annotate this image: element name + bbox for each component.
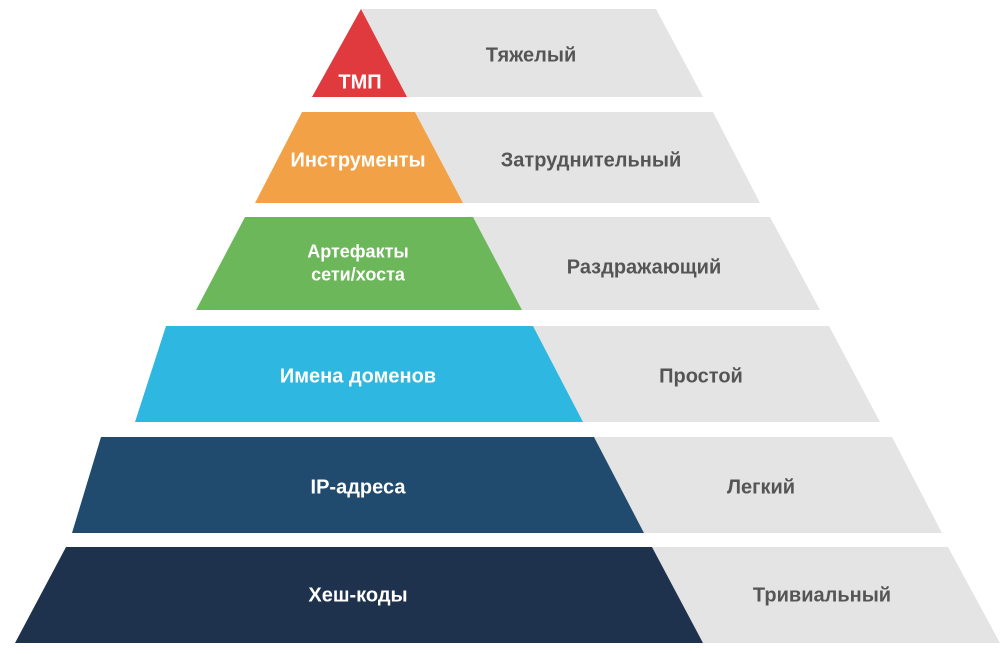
tier-1-indicator-label: ТМП	[338, 71, 382, 94]
tier-4-difficulty-band	[533, 326, 880, 422]
tier-3-difficulty-label: Раздражающий	[566, 256, 722, 279]
tier-6-difficulty-label: Тривиальный	[752, 584, 892, 607]
tier-3-difficulty-band	[473, 217, 820, 310]
tier-3-indicator-label: Артефакты сети/хоста	[307, 241, 409, 286]
tier-5-difficulty-label: Легкий	[726, 476, 796, 499]
tier-3-indicator-band	[196, 217, 522, 310]
tier-6-indicator-band	[15, 547, 703, 643]
tier-5-difficulty-band	[594, 437, 942, 533]
tier-3-indicator-line2: сети/хоста	[311, 264, 405, 284]
tier-2-difficulty-band	[415, 112, 760, 203]
tier-5-indicator-label: IP-адреса	[310, 476, 406, 499]
tier-6-indicator-label: Хеш-коды	[308, 584, 408, 607]
tier-5-indicator-band	[72, 437, 644, 533]
tier-1-difficulty-band	[361, 9, 703, 97]
tier-2-indicator-band	[255, 112, 463, 203]
tier-4-difficulty-label: Простой	[659, 365, 743, 388]
tier-4-indicator-label: Имена доменов	[279, 365, 437, 388]
tier-3-indicator-line1: Артефакты	[307, 241, 409, 262]
tier-1-indicator-band	[312, 9, 407, 97]
tier-4-indicator-band	[135, 326, 583, 422]
tier-1-difficulty-label: Тяжелый	[485, 44, 577, 67]
tier-6-difficulty-band	[652, 547, 1000, 643]
tier-2-difficulty-label: Затруднительный	[500, 149, 682, 172]
tier-2-indicator-label: Инструменты	[290, 149, 426, 172]
